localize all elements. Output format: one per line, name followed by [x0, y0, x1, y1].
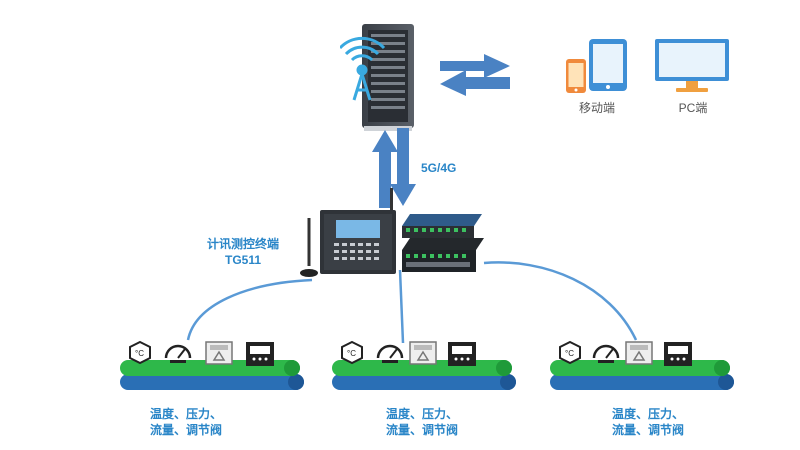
terminal-name-line1: 计讯测控终端	[206, 237, 279, 251]
temperature-sensor-icon: °C	[341, 340, 363, 365]
flow-meter-icon	[625, 341, 653, 365]
svg-text:°C: °C	[135, 349, 144, 358]
station-2-label-line1: 温度、压力、	[386, 407, 459, 421]
field-station-2: °C	[332, 340, 516, 390]
svg-text:°C: °C	[347, 349, 356, 358]
pipeline-icon	[550, 360, 734, 390]
pc-monitor-icon	[655, 39, 729, 92]
station-2-label-line2: 流量、调节阀	[386, 423, 459, 437]
pressure-gauge-icon	[164, 344, 192, 363]
control-valve-icon	[664, 342, 692, 366]
field-station-1: °C	[120, 340, 304, 390]
station-2-label: 温度、压力、 流量、调节阀	[386, 406, 496, 438]
server-icon	[340, 24, 414, 131]
tablet-icon	[589, 39, 627, 91]
flow-meter-icon	[205, 341, 233, 365]
flow-meter-icon	[409, 341, 437, 365]
pressure-gauge-icon	[592, 344, 620, 363]
station-1-label-line1: 温度、压力、	[150, 407, 223, 421]
station-3-label-line2: 流量、调节阀	[612, 423, 685, 437]
station-3-label-line1: 温度、压力、	[612, 407, 685, 421]
mobile-phone-icon	[566, 59, 586, 93]
field-station-3: °C	[550, 340, 734, 390]
io-module-device	[402, 214, 484, 272]
uplink-downlink-arrows	[372, 128, 416, 208]
tg511-terminal-device	[320, 188, 396, 274]
network-link-label: 5G/4G	[421, 161, 457, 175]
control-valve-icon	[246, 342, 274, 366]
pc-client-label: PC端	[678, 101, 708, 115]
exchange-arrows	[440, 54, 510, 96]
station-3-label: 温度、压力、 流量、调节阀	[612, 406, 722, 438]
terminal-name-label: 计讯测控终端 TG511	[188, 236, 298, 268]
svg-text:°C: °C	[565, 349, 574, 358]
control-valve-icon	[448, 342, 476, 366]
whip-antenna-icon	[300, 218, 318, 277]
mobile-client-label: 移动端	[578, 101, 615, 115]
station-1-label: 温度、压力、 流量、调节阀	[150, 406, 260, 438]
station-1-label-line2: 流量、调节阀	[150, 423, 223, 437]
temperature-sensor-icon: °C	[129, 340, 151, 365]
pipeline-icon	[120, 360, 304, 390]
antenna-signal-icon	[340, 36, 386, 101]
terminal-model-line2: TG511	[224, 253, 262, 267]
pressure-gauge-icon	[376, 344, 404, 363]
temperature-sensor-icon: °C	[559, 340, 581, 365]
